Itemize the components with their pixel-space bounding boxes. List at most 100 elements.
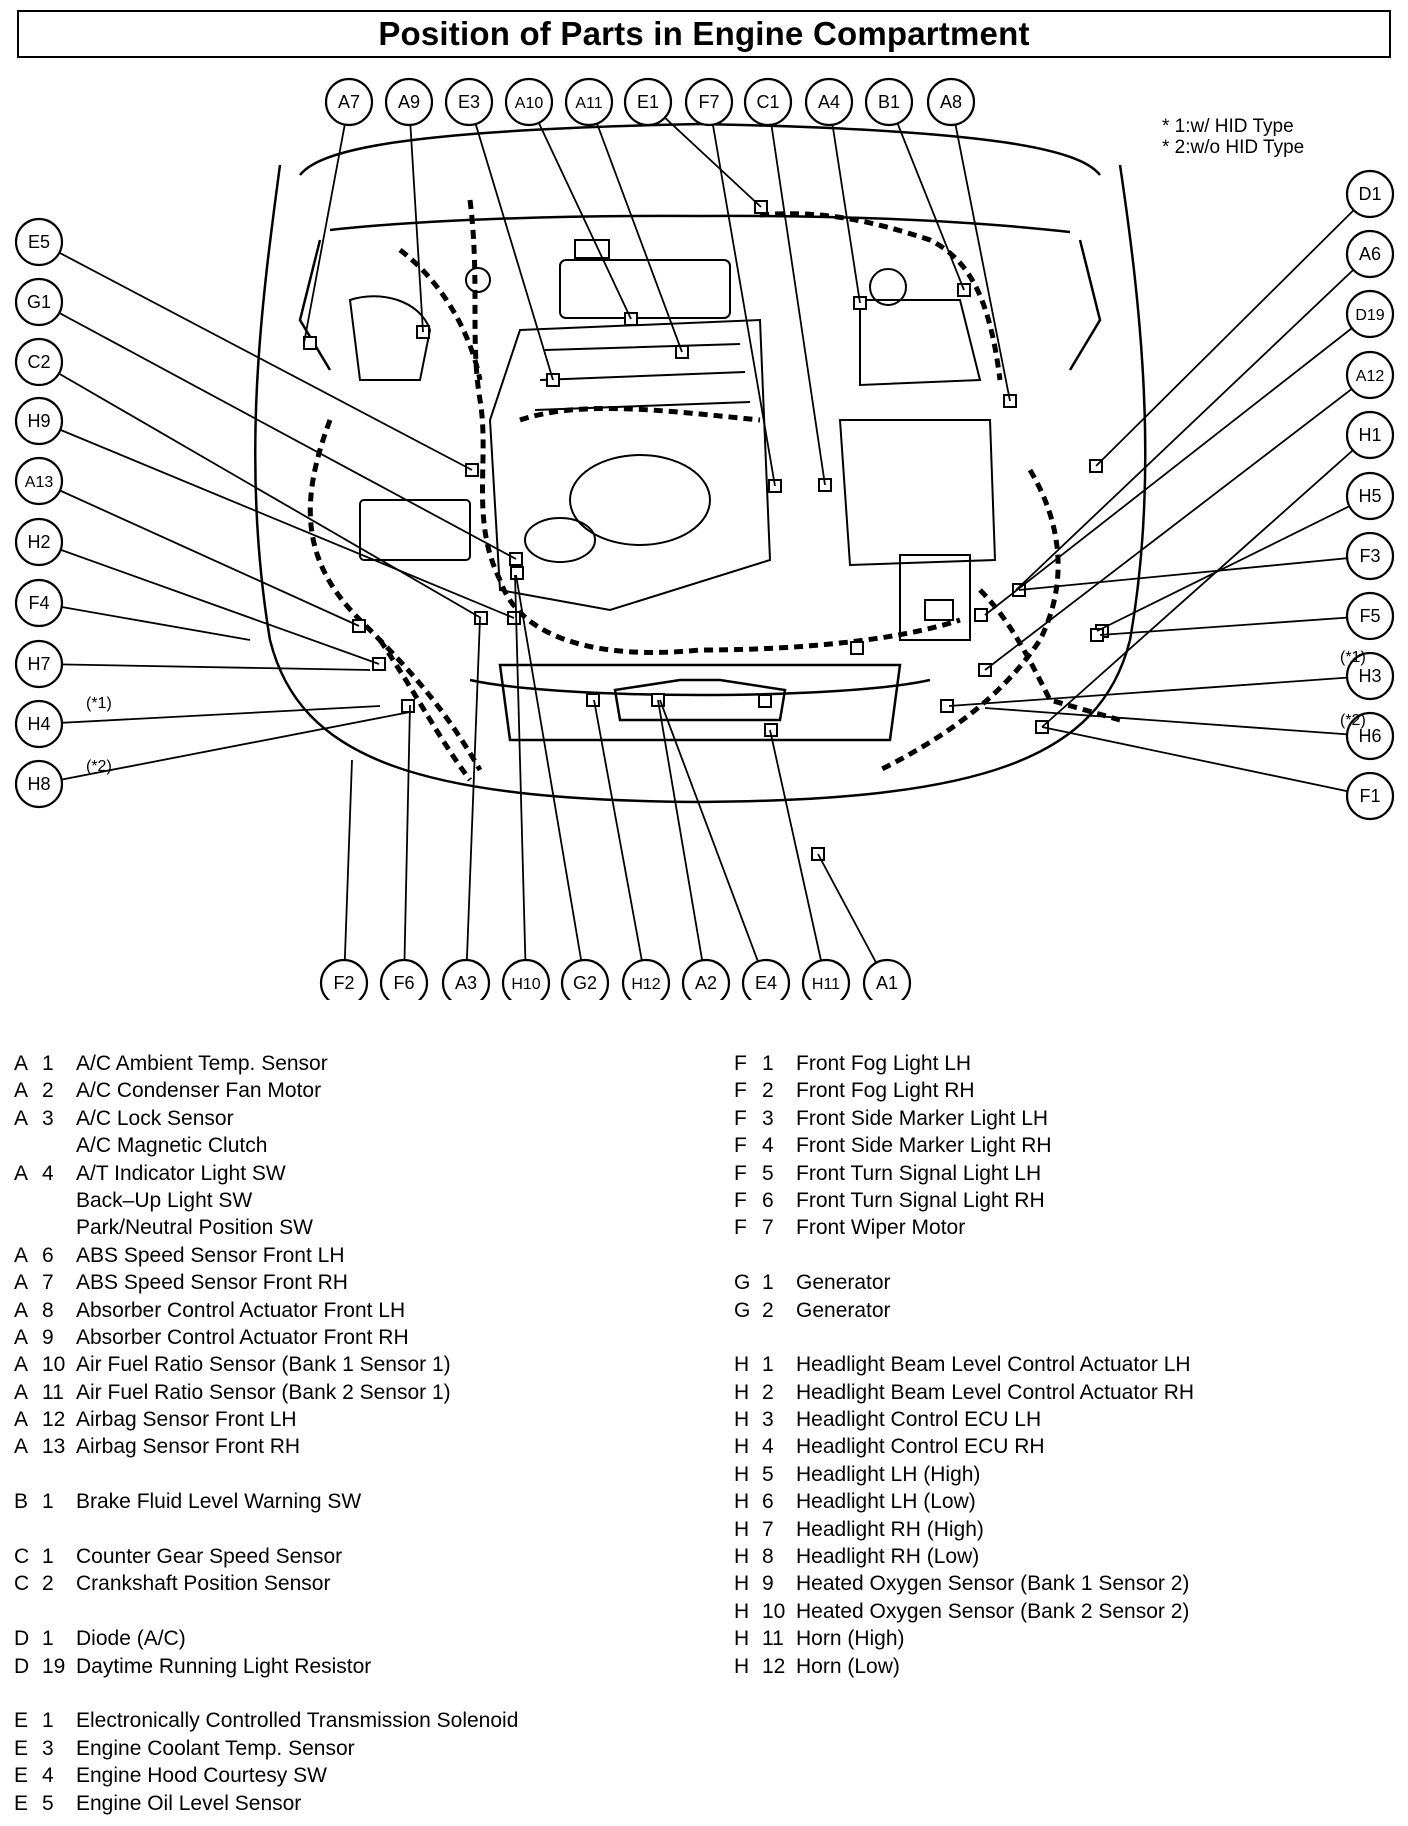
leader-c2 [38,361,482,619]
callout-d1: D1 [1345,169,1395,219]
legend-number: 7 [762,1517,774,1541]
callout-c1: C1 [743,77,793,127]
legend-letter [14,1132,38,1159]
leader-e3 [468,101,554,381]
callout-label: H2 [27,532,50,552]
legend-gap [14,1516,518,1543]
legend-letter: A [14,1298,29,1322]
legend-letter: H [734,1408,750,1432]
legend-gap [734,1242,1194,1269]
legend-number: 4 [762,1435,774,1459]
leader-a13 [38,480,360,627]
legend-text: A/C Lock Sensor [76,1106,234,1130]
legend-number: 11 [42,1380,64,1404]
callout-label: F5 [1359,606,1380,626]
legend-text: Air Fuel Ratio Sensor (Bank 1 Sensor 1) [76,1353,451,1377]
engine-block [348,239,997,641]
callout-label: D19 [1355,307,1384,324]
legend-letter: E [14,1791,29,1815]
hid-mark: (*1) [1340,649,1366,666]
legend-text: A/C Condenser Fan Motor [76,1079,322,1103]
legend-text: Front Turn Signal Light LH [796,1161,1042,1185]
callout-h5: H5 [1345,471,1395,521]
legend-row: Back–Up Light SW [14,1187,518,1214]
legend-number: 3 [762,1106,774,1130]
leader-a12 [984,374,1371,671]
callout-label: H7 [27,654,50,674]
legend-letter: H [734,1435,750,1459]
legend-text: Front Fog Light RH [796,1079,975,1103]
callout-a7: A7 [324,77,374,127]
callout-h4: H4 [14,699,64,749]
callout-label: H4 [27,714,50,734]
legend-number: 4 [42,1764,54,1788]
legend-text: Heated Oxygen Sensor (Bank 1 Sensor 2) [796,1572,1190,1596]
leader-h9 [38,420,515,619]
legend-gap [734,1324,1194,1351]
leader-d1 [1095,193,1371,467]
legend-number [38,1132,76,1159]
legend-letter [14,1214,38,1241]
page-title: Position of Parts in Engine Compartment [378,15,1030,52]
legend-letter: F [734,1052,747,1075]
legend-number: 1 [42,1627,54,1651]
callout-label: H10 [511,976,540,993]
leader-a10 [528,101,632,320]
leader-h10 [514,574,527,984]
callout-h9: H9 [14,396,64,446]
legend-number: 3 [42,1106,54,1130]
callout-label: E4 [755,973,777,993]
callout-a10: A10 [504,77,554,127]
legend-text: Horn (High) [796,1627,905,1651]
callout-label: F6 [393,973,414,993]
callout-label: A13 [25,474,54,491]
leader-e5 [38,241,473,471]
leader-f3 [1018,555,1371,591]
legend-letter: H [734,1490,750,1514]
legend-number: 1 [762,1353,774,1377]
legend-letter: F [734,1161,747,1185]
note-hid: * 1:w/ HID Type [1162,116,1294,137]
legend-text: Absorber Control Actuator Front LH [76,1298,406,1322]
legend-number: 2 [42,1572,54,1596]
legend-text: Front Side Marker Light LH [796,1106,1049,1130]
legend-text: Daytime Running Light Resistor [76,1654,372,1678]
callout-label: A8 [940,92,962,112]
legend-letter: H [734,1462,750,1486]
leader-e1 [647,101,762,208]
leader-g1 [38,301,517,560]
callout-a9: A9 [384,77,434,127]
callout-label: C2 [27,352,50,372]
leader-f1 [1041,726,1371,797]
legend-letter: D [14,1627,30,1651]
legend-letter: F [734,1216,747,1240]
legend-code [14,1187,76,1214]
legend-number: 5 [762,1161,774,1185]
leader-a3 [465,617,481,984]
